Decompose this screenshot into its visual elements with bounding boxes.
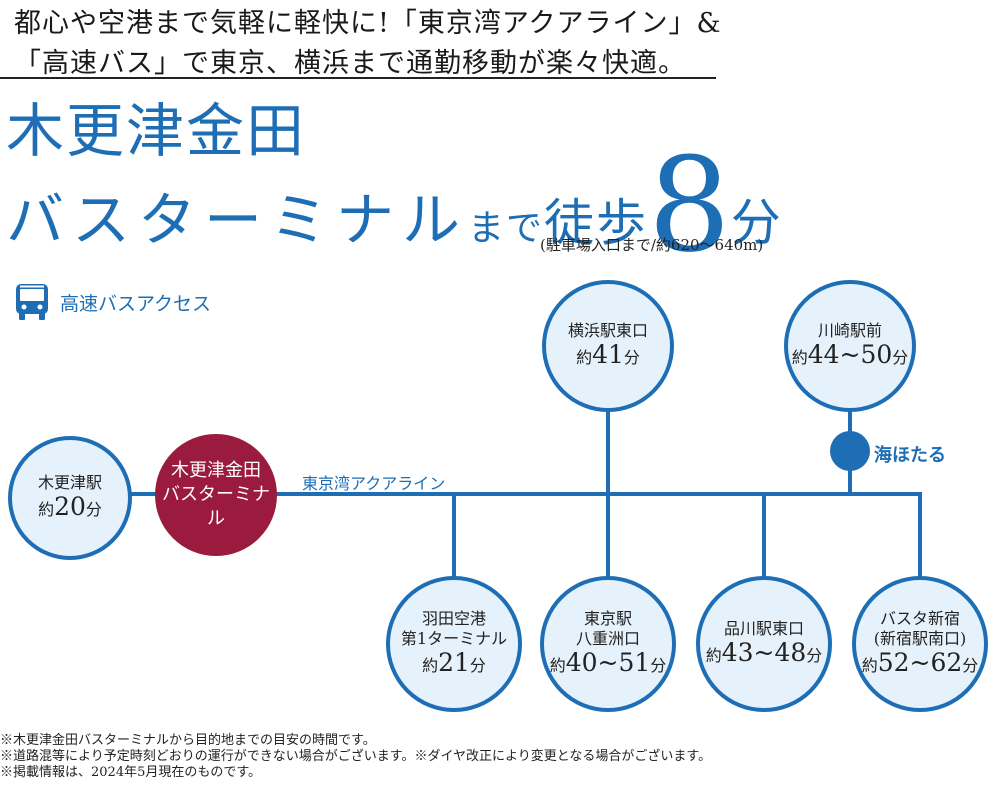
time-prefix: 約 (861, 655, 878, 675)
footnote-3: ※掲載情報は、2024年5月現在のものです。 (0, 765, 262, 780)
time-unit: 分 (962, 655, 979, 675)
node-kawasaki-time: 約44~50分 (791, 339, 909, 372)
title-line-1: 木更津金田 (6, 97, 307, 165)
time-value: 44~50 (807, 339, 893, 369)
node-haneda-time: 約21分 (422, 647, 486, 680)
time-prefix: 約 (549, 655, 566, 675)
node-shinagawa-time: 約43~48分 (705, 637, 823, 670)
umihotaru-label: 海ほたる (874, 445, 946, 466)
title-walk: 徒歩 (544, 194, 649, 252)
legend-label: 高速バスアクセス (60, 292, 212, 315)
bus-icon (16, 284, 48, 320)
node-origin-terminal: 木更津金田 バスターミナル (155, 434, 277, 556)
time-value: 41 (592, 339, 624, 369)
node-shinjuku: バスタ新宿 (新宿駅南口) 約52~62分 (852, 576, 988, 712)
time-unit: 分 (623, 347, 640, 367)
time-prefix: 約 (791, 347, 808, 367)
node-kisarazu: 木更津駅 約20分 (8, 436, 132, 560)
time-value: 40~51 (565, 647, 651, 677)
legend: 高速バスアクセス (14, 282, 211, 322)
node-origin-name-1: 木更津金田 (171, 460, 261, 481)
route-label: 東京湾アクアライン (302, 474, 446, 493)
node-kisarazu-name: 木更津駅 (37, 472, 102, 492)
node-kawasaki: 川崎駅前 約44~50分 (784, 280, 916, 412)
divider (0, 77, 716, 79)
node-yokohama-time: 約41分 (576, 339, 640, 372)
time-unit: 分 (806, 645, 823, 665)
time-prefix: 約 (576, 347, 593, 367)
time-unit: 分 (469, 655, 486, 675)
node-origin-name-2: バスターミナル (162, 484, 270, 529)
time-unit: 分 (85, 499, 102, 519)
footnote-1: ※木更津金田バスターミナルから目的地までの目安の時間です。 (0, 733, 376, 748)
headline-line-2: 「高速バス」で東京、横浜まで通勤移動が楽々快適。 (14, 48, 686, 79)
node-haneda-name-1: 羽田空港 (421, 608, 486, 628)
node-yokohama-name: 横浜駅東口 (567, 320, 648, 340)
title-terminal: バスターミナル (6, 186, 469, 254)
footnotes: ※木更津金田バスターミナルから目的地までの目安の時間です。 ※道路混等により予定… (0, 733, 711, 781)
title-line-2: バスターミナルまで徒歩8分 (6, 140, 781, 270)
footnote-2: ※道路混等により予定時刻どおりの運行ができない場合がございます。※ダイヤ改正によ… (0, 749, 712, 764)
headline-line-1: 都心や空港まで気軽に軽快に!「東京湾アクアライン」& (14, 8, 722, 39)
node-haneda: 羽田空港 第1ターミナル 約21分 (386, 576, 522, 712)
node-yokohama: 横浜駅東口 約41分 (542, 280, 674, 412)
time-value: 21 (438, 647, 470, 677)
node-shinagawa: 品川駅東口 約43~48分 (696, 576, 832, 712)
node-kawasaki-name: 川崎駅前 (817, 320, 882, 340)
node-tokyo-name-1: 東京駅 (583, 608, 632, 628)
node-shinjuku-time: 約52~62分 (861, 647, 979, 680)
title-unit: 分 (730, 194, 781, 252)
node-tokyo: 東京駅 八重洲口 約40~51分 (540, 576, 676, 712)
node-tokyo-name-2: 八重洲口 (575, 628, 640, 648)
time-prefix: 約 (705, 645, 722, 665)
node-haneda-name-2: 第1ターミナル (400, 628, 508, 648)
time-prefix: 約 (422, 655, 439, 675)
title-made: まで (468, 208, 545, 249)
node-tokyo-time: 約40~51分 (549, 647, 667, 680)
walk-note: (駐車場入口まで/約620〜640m) (540, 236, 764, 254)
time-value: 43~48 (721, 637, 807, 667)
node-kisarazu-time: 約20分 (38, 491, 102, 524)
time-unit: 分 (892, 347, 909, 367)
node-shinagawa-name: 品川駅東口 (723, 618, 804, 638)
time-value: 52~62 (877, 647, 963, 677)
headline: 都心や空港まで気軽に軽快に!「東京湾アクアライン」& 「高速バス」で東京、横浜ま… (14, 4, 722, 84)
time-unit: 分 (650, 655, 667, 675)
node-shinjuku-name-2: (新宿駅南口) (873, 628, 967, 648)
node-shinjuku-name-1: バスタ新宿 (879, 608, 960, 628)
title-walk-minutes: 8 (648, 129, 731, 281)
umihotaru-marker (830, 431, 870, 471)
time-prefix: 約 (38, 499, 55, 519)
time-value: 20 (54, 491, 86, 521)
